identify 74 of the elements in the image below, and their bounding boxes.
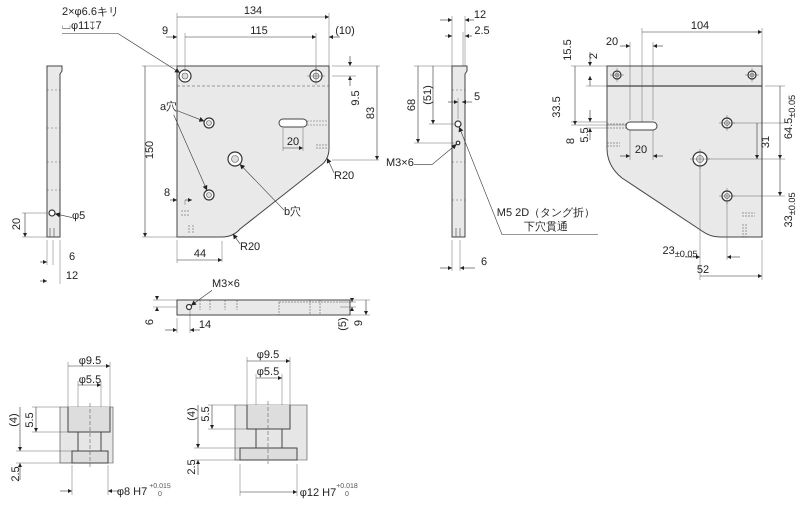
dimension-label: φ5.5 bbox=[78, 374, 102, 386]
dimension-label: 9 bbox=[352, 320, 366, 326]
leader-line bbox=[62, 33, 180, 74]
dimension-label: φ5.5 bbox=[256, 366, 280, 378]
counterbored-hole bbox=[178, 69, 192, 83]
counterbored-hole bbox=[227, 151, 243, 167]
dimension-label: 5.5 bbox=[200, 406, 212, 422]
dimension-label: 2 bbox=[588, 52, 600, 60]
leader-line bbox=[458, 126, 598, 235]
tapped-hole bbox=[456, 140, 460, 146]
leader-line bbox=[326, 158, 334, 174]
dimension-label: 52 bbox=[696, 264, 710, 276]
dimension-label: 20 bbox=[634, 144, 648, 156]
dimension-label: 6 bbox=[480, 256, 488, 268]
callout-text: a穴 bbox=[160, 101, 178, 115]
dimension-label: 150 bbox=[144, 140, 156, 160]
dimension-label: (10) bbox=[335, 24, 355, 38]
dimension-label: (5) bbox=[336, 317, 350, 331]
dimension-label: (4) bbox=[186, 407, 198, 421]
dimension-label: 33.5 bbox=[550, 96, 564, 118]
dimension-label: φ8 H7 bbox=[116, 486, 148, 498]
dimension-label: 115 bbox=[250, 24, 268, 38]
callout-text: M3×6 bbox=[386, 157, 414, 171]
counterbored-hole bbox=[203, 189, 215, 201]
dimension-label: 8 bbox=[564, 138, 578, 144]
dimension-label: 2.5 bbox=[474, 24, 490, 38]
leader-line bbox=[232, 234, 240, 244]
dimension-label: 83 bbox=[364, 106, 378, 120]
counterbored-hole bbox=[203, 117, 215, 129]
dimension-label: 2.5 bbox=[186, 459, 198, 475]
dimension-label: 15.5 bbox=[562, 39, 574, 61]
leader-line bbox=[240, 164, 284, 210]
dimension-label: 20 bbox=[606, 36, 618, 48]
dimension-label: 31 bbox=[760, 136, 772, 148]
hole bbox=[48, 209, 56, 217]
leader-line bbox=[176, 110, 205, 122]
dimension-label: φ9.5 bbox=[256, 348, 280, 362]
front-view-drawing bbox=[176, 66, 330, 238]
leader-line bbox=[54, 212, 72, 218]
dimension-label: 104 bbox=[690, 20, 710, 32]
dimension-label: 20 bbox=[10, 218, 24, 230]
dimension-label: φ12 H7 bbox=[300, 486, 336, 500]
leader-line bbox=[414, 144, 457, 165]
dimension-label: 6 bbox=[68, 250, 76, 264]
tapped-hole bbox=[186, 304, 192, 310]
leader-line bbox=[190, 290, 212, 306]
dimension-label: φ9.5 bbox=[78, 354, 102, 368]
callout-text: M3×6 bbox=[212, 278, 240, 292]
dimension-label: 12 bbox=[474, 8, 486, 22]
dimension-label: 12 bbox=[66, 270, 78, 282]
callout-text: φ5 bbox=[72, 210, 86, 224]
dimension-label: (51) bbox=[422, 85, 434, 105]
dimension-label: (4) bbox=[8, 413, 20, 427]
dimension-label: 23$_{±0.05}$ bbox=[662, 244, 698, 260]
dimension-label: 6 bbox=[144, 318, 156, 326]
dimension-label: 44 bbox=[194, 248, 206, 260]
dimension-label: 8 bbox=[164, 186, 170, 200]
callout-text: R20 bbox=[240, 241, 260, 255]
dimension-label: 134 bbox=[244, 4, 262, 18]
callout-text: M5 2D（タング折）下穴貫通 bbox=[494, 207, 598, 234]
dimension-label: 14 bbox=[198, 318, 212, 332]
dimension-label: 9.5 bbox=[350, 90, 362, 106]
leader-line bbox=[173, 114, 208, 191]
dimension-label: 5 bbox=[474, 90, 480, 104]
dimension-label: 9 bbox=[162, 24, 168, 38]
callout-text: b穴 bbox=[284, 206, 302, 220]
dimension-label: 20 bbox=[286, 136, 300, 148]
dimension-label: 5.5 bbox=[24, 412, 36, 428]
dimension-label: 2.5 bbox=[10, 466, 22, 482]
dimension-label: 5.5 bbox=[578, 127, 592, 143]
dimension-label: 68 bbox=[406, 98, 418, 112]
tapped-hole bbox=[454, 120, 462, 128]
callout-text: 2×φ6.6キリ ⌴φ11↧7 bbox=[62, 6, 119, 34]
callout-text: R20 bbox=[334, 170, 354, 184]
